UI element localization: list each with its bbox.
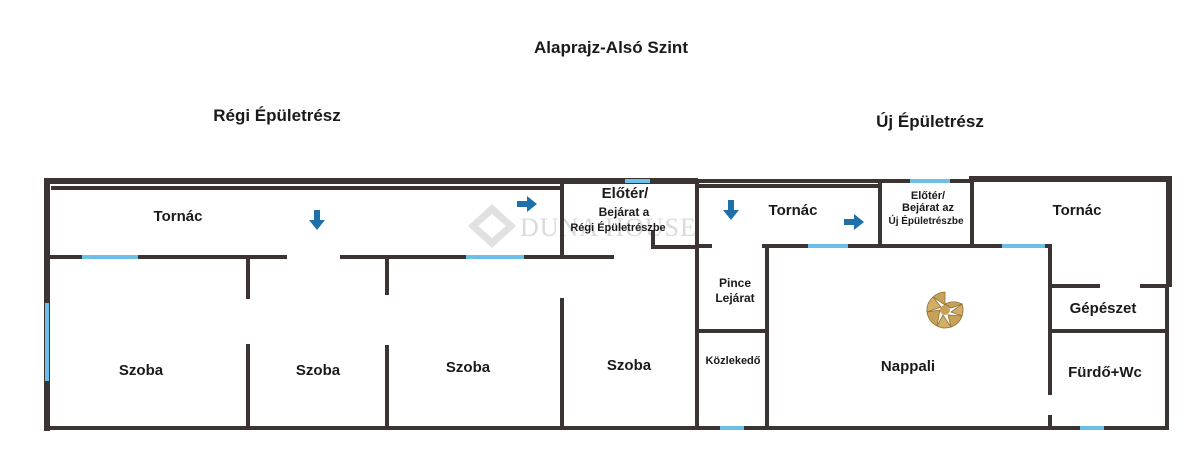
- section-label-old: Régi Épületrész: [213, 106, 341, 125]
- windows: [45, 179, 1104, 430]
- room-label-pince: Pince: [719, 276, 751, 290]
- down-arrow-icon: [309, 210, 325, 230]
- room-label-pince-line2: Lejárat: [715, 291, 754, 305]
- room-label-gepeszet: Gépészet: [1070, 300, 1137, 317]
- room-label-szoba-1: Szoba: [119, 362, 164, 379]
- room-label-tornac-old: Tornác: [154, 208, 203, 225]
- spiral-stair-icon: [926, 291, 964, 329]
- room-labels: Tornác Előtér/ Bejárat a Régi Épületrész…: [119, 185, 1142, 381]
- plan-title: Alaprajz-Alsó Szint: [534, 38, 688, 57]
- watermark: DUNA HOUSE: [468, 204, 697, 248]
- room-label-tornac-mid: Tornác: [769, 202, 818, 219]
- room-label-szoba-2: Szoba: [296, 362, 341, 379]
- room-label-eloter-new: Előtér/: [911, 190, 945, 202]
- room-label-eloter-new-line3: Új Épületrészbe: [888, 214, 963, 227]
- room-label-eloter-old-line2: Bejárat a: [599, 205, 650, 219]
- room-label-nappali: Nappali: [881, 358, 935, 375]
- room-label-furdo: Fürdő+Wc: [1068, 364, 1142, 381]
- section-label-new: Új Épületrész: [876, 112, 984, 131]
- down-arrow-icon: [723, 200, 739, 220]
- room-label-eloter-old-line3: Régi Épületrészbe: [570, 221, 665, 234]
- room-label-eloter-old: Előtér/: [602, 185, 650, 202]
- right-arrow-icon: [844, 214, 864, 230]
- right-arrow-icon: [517, 196, 537, 212]
- doors: [287, 243, 1140, 415]
- room-label-szoba-3: Szoba: [446, 359, 491, 376]
- room-label-tornac-new: Tornác: [1053, 202, 1102, 219]
- watermark-logo-icon: [468, 204, 516, 248]
- room-label-kozlekedo: Közlekedő: [705, 355, 760, 367]
- room-label-eloter-new-line2: Bejárat az: [902, 202, 954, 214]
- room-label-szoba-4: Szoba: [607, 357, 652, 374]
- watermark-text: DUNA HOUSE: [520, 213, 697, 242]
- arrows: [309, 196, 864, 230]
